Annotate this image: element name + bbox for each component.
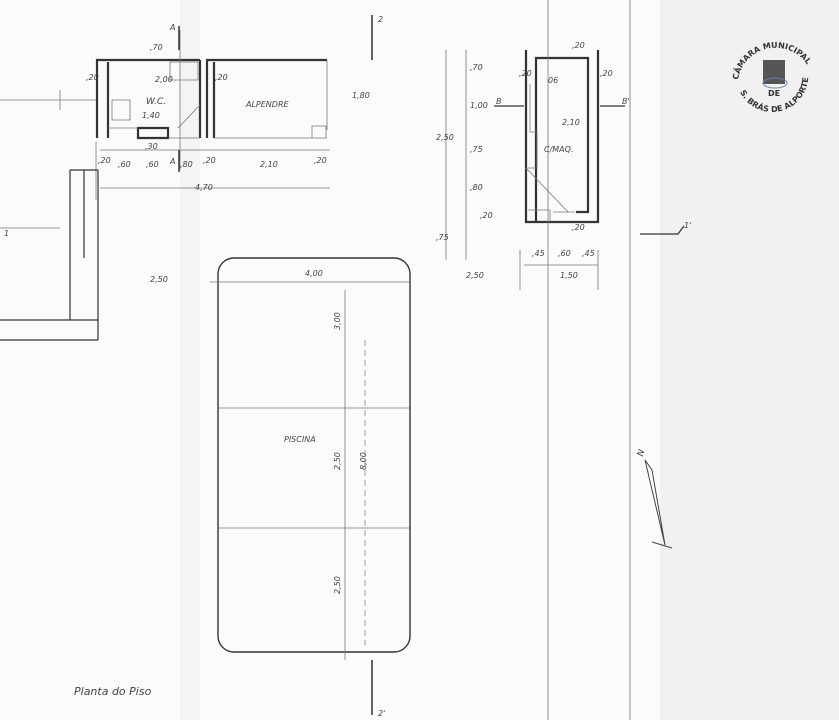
machine-room-building (445, 0, 685, 720)
dim-text: ,30 (145, 142, 158, 151)
right-dimensions: ,20 ,70 1,00 ,75 ,80 ,20 ,75 2,50 2,10 ,… (436, 41, 613, 280)
dim-text: ,70 (150, 43, 163, 52)
dim-text: 2,00 (155, 75, 173, 84)
section-mark-a-bottom: A (169, 157, 175, 166)
dim-text: 1,80 (352, 91, 370, 100)
dim-text: ,20 (572, 41, 585, 50)
signature-mark (762, 77, 788, 89)
dim-text: ,20 (314, 156, 327, 165)
dim-text: ,20 (203, 156, 216, 165)
dim-text: ,20 (519, 69, 532, 78)
dim-text: ,80 (470, 183, 483, 192)
dim-text: 2,10 (562, 118, 580, 127)
dim-text: ,60 (118, 160, 131, 169)
north-label: N (636, 448, 647, 457)
left-dimensions: ,70 ,20 2,00 1,40 ,20 ,30 ,20 ,60 ,60 ,8… (86, 43, 370, 284)
coat-of-arms-icon (763, 60, 785, 84)
dim-text: 06 (548, 76, 558, 85)
section-mark-a-top: A (169, 23, 175, 32)
room-label-alpendre: ALPENDRE (245, 100, 290, 109)
dim-text: ,75 (470, 145, 483, 154)
room-label-piscina: PISCINA (284, 435, 316, 444)
dim-text: 8,00 (359, 452, 368, 470)
scan-fold (180, 0, 200, 720)
dim-text: 2,10 (260, 160, 278, 169)
dim-text: ,45 (582, 249, 595, 258)
scan-shadow (660, 0, 839, 720)
north-arrow-icon (644, 459, 673, 549)
section-mark-b-left: B (496, 97, 502, 106)
section-mark-1-right: 1' (684, 221, 691, 230)
dim-text: ,80 (180, 160, 193, 169)
dim-text: ,60 (146, 160, 159, 169)
dim-text: 2,50 (333, 576, 342, 594)
dim-text: 1,50 (560, 271, 578, 280)
section-mark-2-bottom: 2' (378, 709, 385, 718)
dim-text: ,20 (572, 223, 585, 232)
stamp-text-mid: DE (768, 89, 780, 98)
dim-text: 2,50 (333, 452, 342, 470)
wc-alpendre-building (0, 15, 373, 715)
dim-text: ,75 (436, 233, 449, 242)
pool (210, 257, 411, 660)
dim-text: 1,00 (470, 101, 488, 110)
dim-text: ,20 (98, 156, 111, 165)
dim-text: ,70 (470, 63, 483, 72)
dim-text: 2,50 (150, 275, 168, 284)
dim-text: ,20 (480, 211, 493, 220)
dim-text: 1,40 (142, 111, 160, 120)
dim-text: ,20 (215, 73, 228, 82)
dim-text: 4,00 (305, 269, 323, 278)
section-mark-1-left: 1 (4, 229, 9, 238)
room-label-wc: W.C. (146, 97, 166, 107)
room-label-cmaq: C/MAQ. (544, 145, 574, 154)
dim-text: 2,50 (436, 133, 454, 142)
dim-text: 3,00 (333, 312, 342, 330)
drawing-title: Planta do Piso (74, 685, 152, 698)
dim-text: 4,70 (195, 183, 213, 192)
dim-text: ,20 (600, 69, 613, 78)
dim-text: ,20 (86, 73, 99, 82)
dim-text: ,45 (532, 249, 545, 258)
section-mark-b-right: B' (622, 97, 630, 106)
dim-text: ,60 (558, 249, 571, 258)
pool-dimensions: 4,00 3,00 2,50 8,00 2,50 (305, 269, 368, 594)
section-mark-2-top: 2 (378, 15, 383, 24)
dim-text: 2,50 (466, 271, 484, 280)
